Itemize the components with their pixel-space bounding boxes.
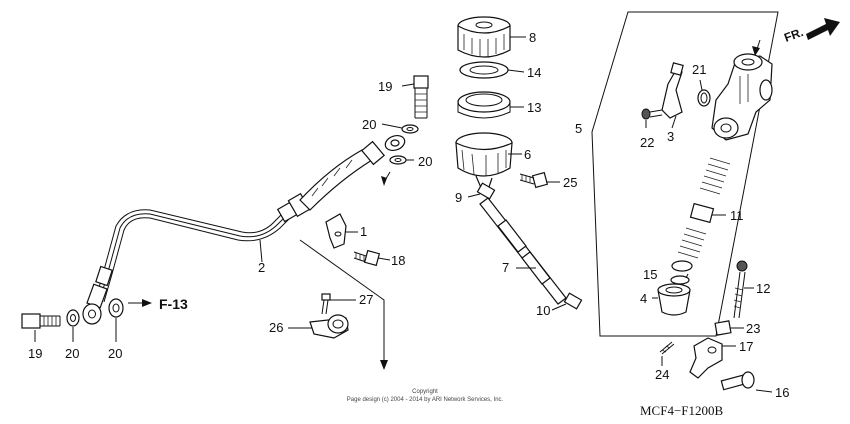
callout-20-lower-2[interactable]: 20	[108, 346, 122, 361]
sealing-washer-lower-2[interactable]	[108, 298, 124, 318]
reservoir-cap[interactable]	[457, 16, 511, 58]
callout-25[interactable]: 25	[563, 175, 577, 190]
clamp-bolt[interactable]	[353, 249, 381, 267]
front-direction-label: FR.	[782, 25, 805, 45]
push-rod-boot[interactable]	[657, 283, 691, 316]
reservoir-inlet-joint[interactable]	[661, 62, 684, 119]
joint-pin[interactable]	[720, 371, 755, 391]
callout-3[interactable]: 3	[667, 129, 674, 144]
banjo-bolt-lower[interactable]	[21, 313, 61, 329]
sealing-washer-upper-1[interactable]	[401, 124, 419, 134]
leader-lines	[34, 36, 773, 393]
banjo-bolt-upper[interactable]	[413, 75, 429, 119]
reservoir-hose-clip-lower[interactable]	[563, 292, 583, 310]
reference-arrow	[128, 299, 152, 307]
callout-19-lower[interactable]: 19	[28, 346, 42, 361]
push-rod[interactable]	[733, 260, 748, 319]
callout-22[interactable]: 22	[640, 135, 654, 150]
o-ring[interactable]	[697, 89, 711, 107]
copyright-notice: Page design (c) 2004 - 2014 by ARI Netwo…	[347, 397, 504, 403]
callout-24[interactable]: 24	[655, 367, 669, 382]
sealing-washer-upper-2[interactable]	[389, 155, 407, 165]
callout-23[interactable]: 23	[746, 321, 760, 336]
callout-18[interactable]: 18	[391, 253, 405, 268]
push-rod-nut[interactable]	[714, 320, 732, 336]
callout-9[interactable]: 9	[455, 190, 462, 205]
callout-6[interactable]: 6	[524, 147, 531, 162]
callout-4[interactable]: 4	[640, 291, 647, 306]
callout-11[interactable]: 11	[730, 208, 744, 223]
callout-numbers: 1 2 3 4 5 6 7 8 9 10 11 12 13 14 15 16 1…	[28, 30, 789, 400]
lower-banjo-fitting[interactable]	[82, 303, 102, 325]
callout-16[interactable]: 16	[775, 385, 789, 400]
reservoir-mount-bolt[interactable]	[519, 171, 549, 189]
reservoir-plate[interactable]	[459, 61, 509, 79]
reservoir-hose-clip-upper[interactable]	[476, 182, 496, 200]
callout-17[interactable]: 17	[739, 339, 753, 354]
callout-12[interactable]: 12	[756, 281, 770, 296]
master-cylinder-assembly-outline	[591, 11, 779, 337]
hose-clamp[interactable]	[325, 213, 347, 249]
brake-pipe[interactable]	[86, 133, 407, 309]
hose-holder[interactable]	[309, 314, 349, 339]
callout-15[interactable]: 15	[643, 267, 657, 282]
reservoir-diaphragm[interactable]	[457, 91, 511, 119]
callout-26[interactable]: 26	[269, 320, 283, 335]
callout-27[interactable]: 27	[359, 292, 373, 307]
push-rod-joint[interactable]	[689, 337, 723, 379]
reservoir-hose[interactable]	[479, 197, 567, 305]
sealing-washer-lower-1[interactable]	[66, 309, 80, 327]
copyright-title: Copyright	[412, 389, 438, 395]
callout-2[interactable]: 2	[258, 260, 265, 275]
reservoir-tank[interactable]	[455, 132, 513, 191]
master-cylinder-body[interactable]	[711, 53, 773, 141]
cotter-pin[interactable]	[659, 341, 675, 355]
callout-7[interactable]: 7	[502, 260, 509, 275]
callout-5[interactable]: 5	[575, 121, 582, 136]
callout-19-upper[interactable]: 19	[378, 79, 392, 94]
callout-1[interactable]: 1	[360, 224, 367, 239]
piston-set[interactable]	[671, 157, 731, 272]
front-direction-indicator	[806, 18, 840, 40]
callout-21[interactable]: 21	[692, 62, 706, 77]
callout-20-upper-2[interactable]: 20	[418, 154, 432, 169]
callout-10[interactable]: 10	[536, 303, 550, 318]
callout-14[interactable]: 14	[527, 65, 541, 80]
reference-f13[interactable]: F-13	[159, 296, 188, 312]
callout-20-lower-1[interactable]: 20	[65, 346, 79, 361]
callout-8[interactable]: 8	[529, 30, 536, 45]
callout-13[interactable]: 13	[527, 100, 541, 115]
callout-20-upper-1[interactable]: 20	[362, 117, 376, 132]
diagram-code: MCF4−F1200B	[640, 403, 724, 418]
inlet-screw[interactable]	[641, 108, 663, 120]
holder-screw[interactable]	[321, 293, 331, 315]
